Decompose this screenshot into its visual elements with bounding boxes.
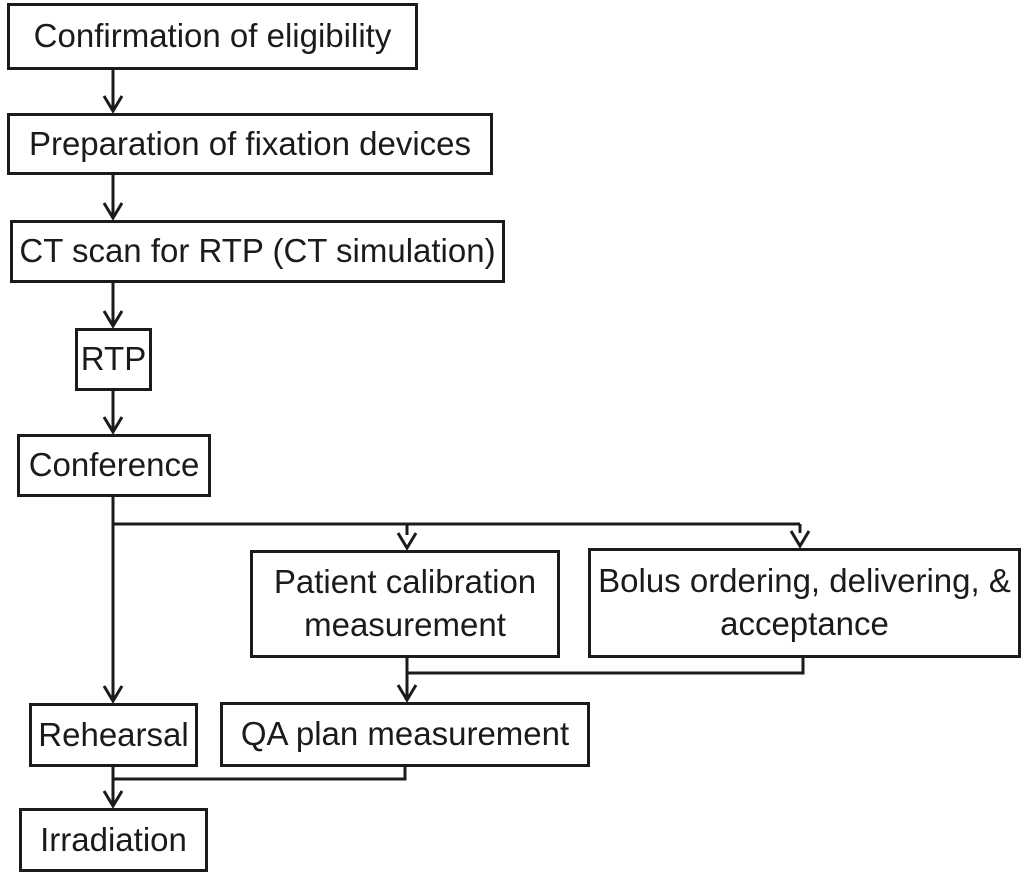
node-label: Irradiation bbox=[40, 820, 187, 858]
edge-rehearsal-to-irradiation bbox=[102, 767, 124, 809]
node-label: RTP bbox=[80, 340, 147, 378]
edge-conference-to-bolus bbox=[789, 524, 811, 549]
node-label: CT scan for RTP (CT simulation) bbox=[19, 232, 496, 270]
node-label: Rehearsal bbox=[38, 715, 189, 753]
node-rtp: RTP bbox=[75, 328, 152, 391]
node-patient-calibration-measurement: Patient calibration measurement bbox=[250, 550, 560, 658]
node-label: Bolus ordering, delivering, & acceptance bbox=[598, 562, 1011, 642]
node-preparation-of-fixation-devices: Preparation of fixation devices bbox=[7, 113, 493, 175]
edge-conference-to-patient-calibration bbox=[396, 524, 418, 551]
node-label: Patient calibration measurement bbox=[273, 563, 537, 643]
node-confirmation-of-eligibility: Confirmation of eligibility bbox=[7, 3, 418, 70]
node-qa-plan-measurement: QA plan measurement bbox=[220, 702, 590, 767]
node-label: Preparation of fixation devices bbox=[28, 124, 472, 162]
node-ct-scan-for-rtp: CT scan for RTP (CT simulation) bbox=[10, 220, 505, 283]
edge-conference-to-rehearsal bbox=[102, 497, 124, 704]
edge-patient-calibration-to-qa-plan bbox=[396, 658, 418, 703]
edge-eligibility-to-fixation bbox=[102, 70, 124, 114]
edge-fixation-to-ct-scan bbox=[102, 175, 124, 221]
edge-ct-scan-to-rtp bbox=[102, 283, 124, 329]
node-label: Confirmation of eligibility bbox=[33, 17, 392, 55]
node-conference: Conference bbox=[17, 434, 211, 497]
node-label: QA plan measurement bbox=[240, 715, 570, 753]
node-bolus-ordering-delivering-acceptance: Bolus ordering, delivering, & acceptance bbox=[588, 548, 1021, 658]
node-label: Conference bbox=[28, 446, 200, 484]
edge-qa-plan-to-irradiation bbox=[113, 767, 407, 781]
node-rehearsal: Rehearsal bbox=[29, 703, 198, 767]
edge-bolus-to-qa-plan bbox=[407, 658, 805, 675]
edge-rtp-to-conference bbox=[102, 391, 124, 435]
node-irradiation: Irradiation bbox=[19, 808, 208, 872]
